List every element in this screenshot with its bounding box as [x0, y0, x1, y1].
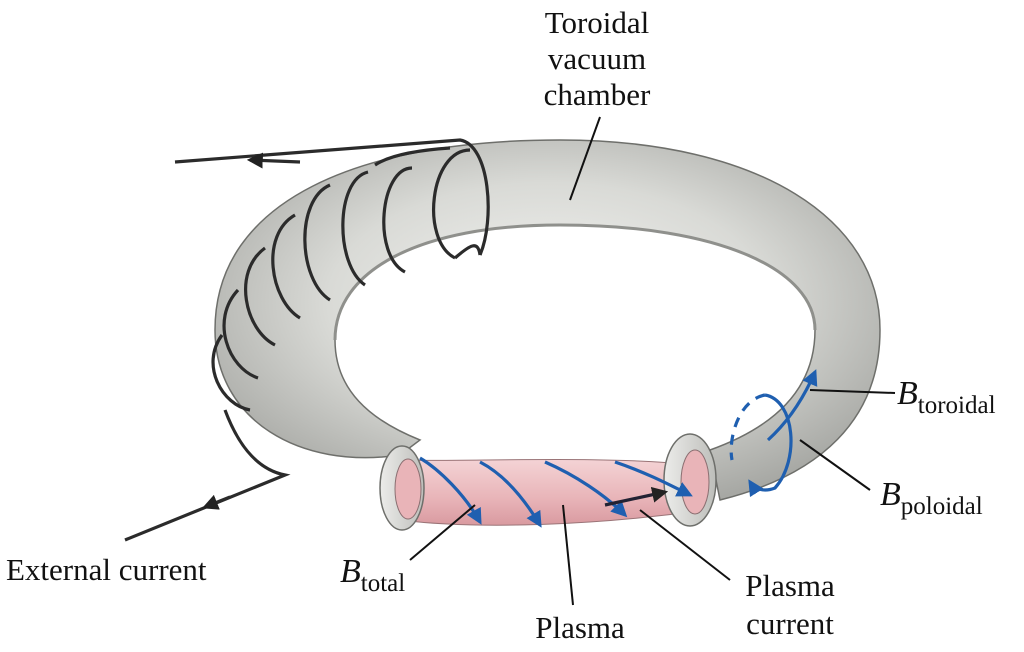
b-total-field-lines — [419, 456, 693, 528]
toroidal-arrow — [766, 369, 818, 442]
leader-lines — [409, 116, 896, 606]
coil-loop — [432, 148, 471, 260]
coil-lead-top — [174, 138, 490, 256]
label-b-poloidal: Bpoloidal — [880, 476, 983, 520]
coil-winding — [124, 138, 490, 542]
label-plasma-current-2: current — [746, 606, 834, 641]
plasma-current-arrow — [604, 486, 669, 507]
poloidal-loop-dashed — [729, 393, 766, 461]
label-plasma-current-1: Plasma — [745, 568, 835, 603]
poloidal-loop — [748, 393, 793, 498]
label-vacuum: vacuum — [548, 41, 646, 76]
chamber-cut-right-inner — [680, 449, 710, 515]
coil-lead-bottom — [124, 409, 291, 542]
label-b-toroidal: Btoroidal — [897, 375, 996, 419]
chamber-cut-left-inner — [394, 458, 422, 520]
label-external-current: External current — [6, 552, 207, 587]
label-toroidal: Toroidal — [545, 5, 650, 40]
torus-shell — [214, 139, 881, 501]
label-plasma: Plasma — [535, 610, 625, 645]
torus-chamber — [214, 139, 881, 501]
label-chamber: chamber — [544, 77, 651, 112]
field-indicators — [729, 369, 818, 498]
label-b-total: Btotal — [340, 553, 405, 597]
